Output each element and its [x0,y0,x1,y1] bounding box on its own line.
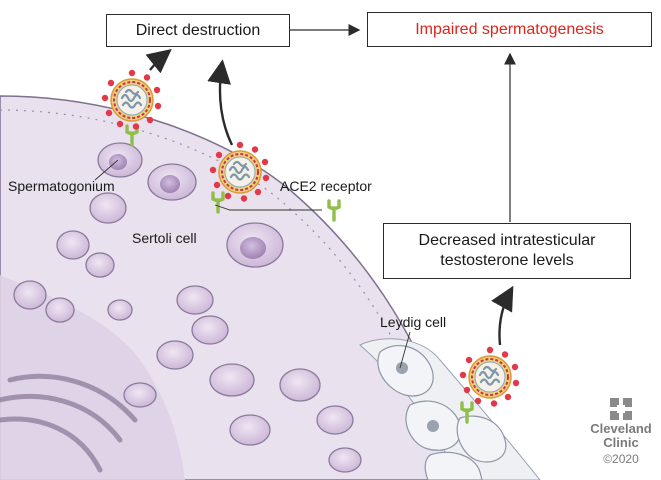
logo-line-2: Clinic [603,435,639,450]
copyright-text: ©2020 [603,452,639,466]
pointer-ace2 [214,204,322,211]
sertoli-cell-label: Sertoli cell [132,230,197,246]
cleveland-clinic-logo: Cleveland Clinic ©2020 [586,398,656,467]
leydig-cell-label: Leydig cell [380,314,447,330]
lumen-flagella [0,373,138,473]
arrow-virus2-to-direct-destruction [207,59,234,146]
direct-destruction-box: Direct destruction [106,14,290,47]
ace2-receptor-label: ACE2 receptor [280,178,372,194]
leydig-cell-cluster [377,344,507,480]
germ-cells [13,142,362,473]
tubule-lumen [0,275,185,480]
ace2-receptor-icon [327,199,341,222]
pointer-spermatogonium [94,159,119,181]
decreased-testosterone-box: Decreased intratesticular testosterone l… [383,223,631,279]
logo-line-1: Cleveland [590,421,652,436]
pointer-leydig [399,331,411,369]
impaired-spermatogenesis-box: Impaired spermatogenesis [367,12,652,47]
arrow-virus-to-direct-destruction [145,49,172,74]
spermatogonium-label: Spermatogonium [8,178,115,194]
cleveland-clinic-mark-icon [610,398,632,420]
arrow-leydig-virus-to-decreased [491,285,514,346]
